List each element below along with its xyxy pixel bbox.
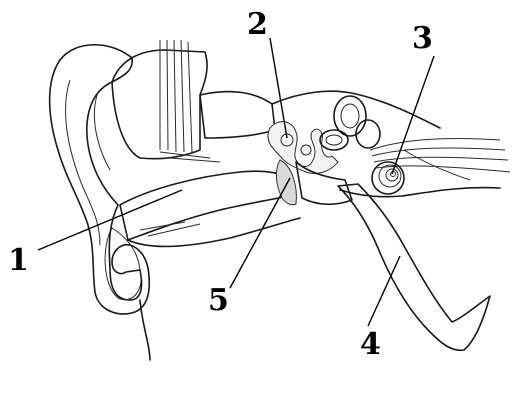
leader-line-3	[392, 56, 434, 174]
label-5: 5	[208, 283, 229, 318]
auricle	[50, 45, 150, 314]
label-3: 3	[412, 21, 433, 56]
label-4: 4	[360, 327, 381, 362]
leader-line-5	[230, 178, 290, 288]
label-1: 1	[8, 243, 29, 278]
label-2: 2	[247, 7, 268, 42]
eustachian-tube	[338, 184, 490, 350]
leader-line-4	[368, 256, 400, 326]
semicircular-canals	[320, 96, 380, 150]
